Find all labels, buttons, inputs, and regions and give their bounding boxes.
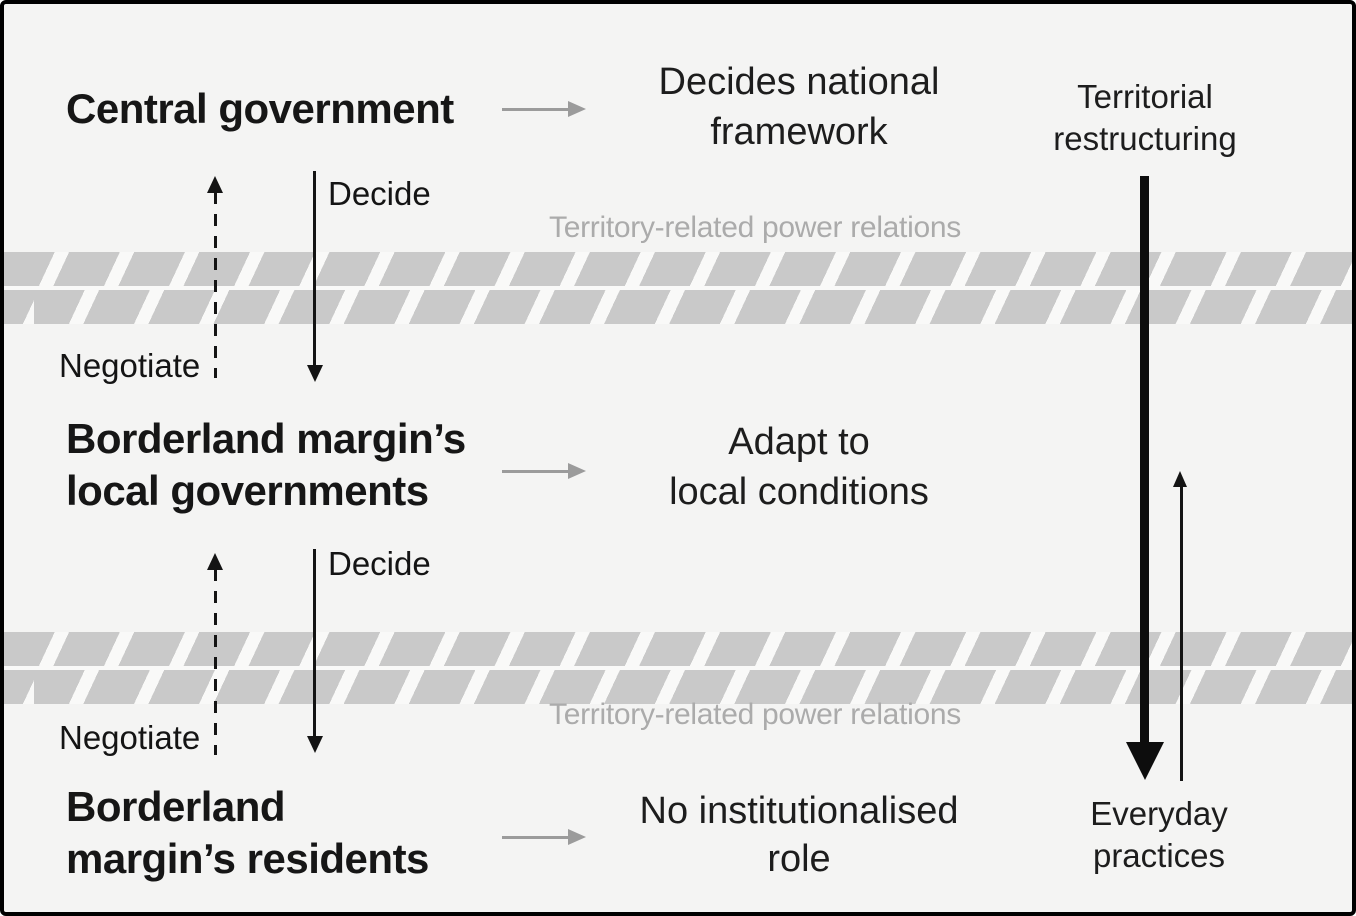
right-arrow-icon: [568, 463, 586, 479]
band-label-2: Territory-related power relations: [549, 698, 961, 731]
band-stripe-row: [4, 632, 1352, 666]
power-relations-band-1: [4, 252, 1352, 324]
flow-arrow-line-1: [502, 108, 572, 111]
row-title-local-governments: Borderland margin’s local governments: [66, 415, 466, 514]
everyday-practices-label: Everyday practices: [1090, 795, 1228, 874]
everyday-practices-arrow-shaft: [1180, 486, 1183, 781]
band-stripe-row: [4, 670, 1352, 704]
outcome-no-institutionalised-role: No institutionalised role: [639, 790, 959, 880]
negotiate-dashed-line-2: [214, 569, 217, 755]
decide-solid-line-2: [313, 549, 316, 736]
negotiate-arrow-icon: [207, 553, 223, 570]
decide-solid-line-1: [313, 171, 316, 365]
negotiate-label-1: Negotiate: [59, 347, 201, 384]
negotiate-dashed-line-1: [214, 192, 217, 378]
decide-arrow-icon: [307, 365, 323, 382]
band-label-1: Territory-related power relations: [549, 211, 961, 244]
territorial-restructuring-arrow-shaft: [1140, 176, 1149, 742]
band-stripe-row: [4, 290, 1352, 324]
band-stripe-row: [4, 252, 1352, 286]
outcome-decides-national-framework: Decides national framework: [658, 61, 940, 153]
flow-arrow-line-3: [502, 836, 572, 839]
flow-arrow-line-2: [502, 470, 572, 473]
decide-label-1: Decide: [328, 175, 431, 212]
row-title-residents: Borderland margin’s residents: [66, 783, 429, 882]
outcome-adapt-to-local-conditions: Adapt to local conditions: [669, 421, 929, 513]
right-arrow-icon: [568, 101, 586, 117]
row-title-central-government: Central government: [66, 85, 454, 132]
thick-down-arrow-icon: [1126, 742, 1164, 780]
thin-up-arrow-icon: [1173, 471, 1187, 487]
power-relations-band-2: [4, 632, 1352, 704]
territorial-restructuring-label: Territorial restructuring: [1053, 78, 1237, 157]
negotiate-arrow-icon: [207, 176, 223, 193]
decide-label-2: Decide: [328, 545, 431, 582]
right-arrow-icon: [568, 829, 586, 845]
negotiate-label-2: Negotiate: [59, 719, 201, 756]
decide-arrow-icon: [307, 736, 323, 753]
